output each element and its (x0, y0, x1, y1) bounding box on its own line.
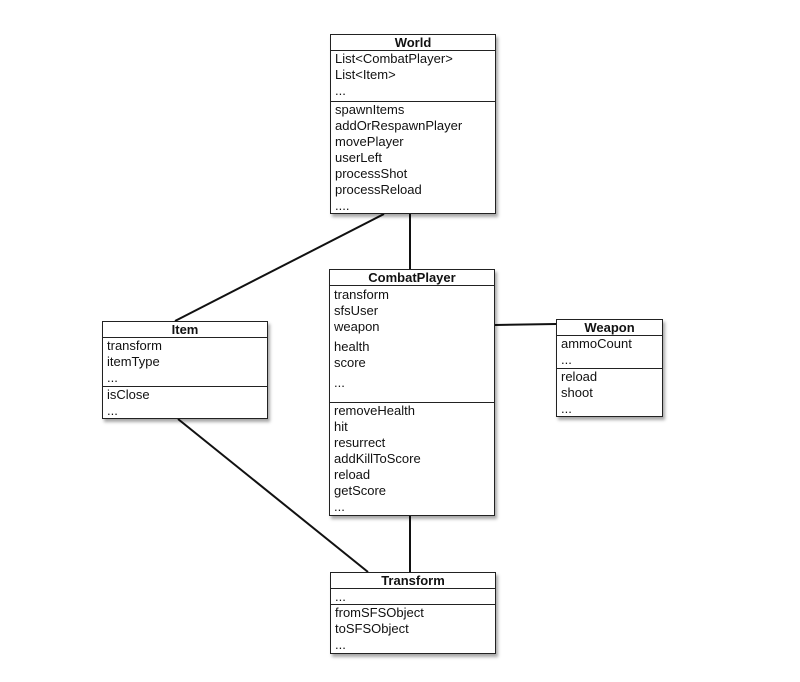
class-name: World (331, 35, 495, 51)
methods-section: isClose ... (103, 386, 267, 419)
method: ... (561, 401, 572, 416)
attributes-section: List<CombatPlayer> List<Item> ... (331, 51, 495, 101)
method: addOrRespawnPlayer (335, 118, 463, 133)
attribute: ... (335, 83, 346, 98)
class-name: Item (103, 322, 267, 338)
method: .... (335, 198, 350, 213)
method: ... (107, 403, 118, 418)
attribute: ... (107, 370, 118, 385)
methods-section: removeHealth hit resurrect addKillToScor… (330, 402, 494, 515)
attribute: itemType (107, 354, 160, 369)
attributes-section: transform sfsUser weapon health score ..… (330, 286, 494, 402)
attribute: transform (334, 287, 389, 302)
class-name: Transform (331, 573, 495, 589)
method: fromSFSObject (335, 605, 424, 620)
attribute: health (334, 339, 370, 354)
attribute: score (334, 355, 366, 370)
methods-section: reload shoot ... (557, 368, 662, 417)
method: resurrect (334, 435, 386, 450)
class-name: CombatPlayer (330, 270, 494, 286)
methods-section: spawnItems addOrRespawnPlayer movePlayer… (331, 101, 495, 214)
attributes-section: ... (331, 589, 495, 604)
method: processShot (335, 166, 408, 181)
method: movePlayer (335, 134, 404, 149)
association-world-item (174, 213, 385, 322)
class-world: World List<CombatPlayer> List<Item> ... … (330, 34, 496, 214)
method: spawnItems (335, 102, 405, 117)
attribute: sfsUser (334, 303, 379, 318)
method: userLeft (335, 150, 382, 165)
method: removeHealth (334, 403, 415, 418)
methods-section: fromSFSObject toSFSObject ... (331, 604, 495, 653)
method: processReload (335, 182, 422, 197)
association-combatplayer-weapon (494, 323, 557, 326)
method: isClose (107, 387, 150, 402)
attribute: transform (107, 338, 162, 353)
class-name: Weapon (557, 320, 662, 336)
attributes-section: ammoCount ... (557, 336, 662, 368)
attribute: List<Item> (335, 67, 396, 82)
attribute: List<CombatPlayer> (335, 51, 453, 66)
attribute: weapon (334, 319, 380, 334)
association-item-transform (177, 418, 369, 573)
class-transform: Transform ... fromSFSObject toSFSObject … (330, 572, 496, 654)
class-item: Item transform itemType ... isClose ... (102, 321, 268, 419)
method: hit (334, 419, 348, 434)
method: addKillToScore (334, 451, 421, 466)
method: getScore (334, 483, 387, 498)
method: ... (335, 637, 346, 652)
attributes-section: transform itemType ... (103, 338, 267, 386)
attribute: ... (334, 375, 345, 390)
attribute: ... (561, 352, 572, 367)
method: reload (561, 369, 598, 384)
method: shoot (561, 385, 593, 400)
method: ... (334, 499, 345, 514)
class-weapon: Weapon ammoCount ... reload shoot ... (556, 319, 663, 417)
method: toSFSObject (335, 621, 409, 636)
class-combat-player: CombatPlayer transform sfsUser weapon he… (329, 269, 495, 516)
attribute: ammoCount (561, 336, 632, 351)
attribute: ... (335, 589, 346, 604)
method: reload (334, 467, 371, 482)
